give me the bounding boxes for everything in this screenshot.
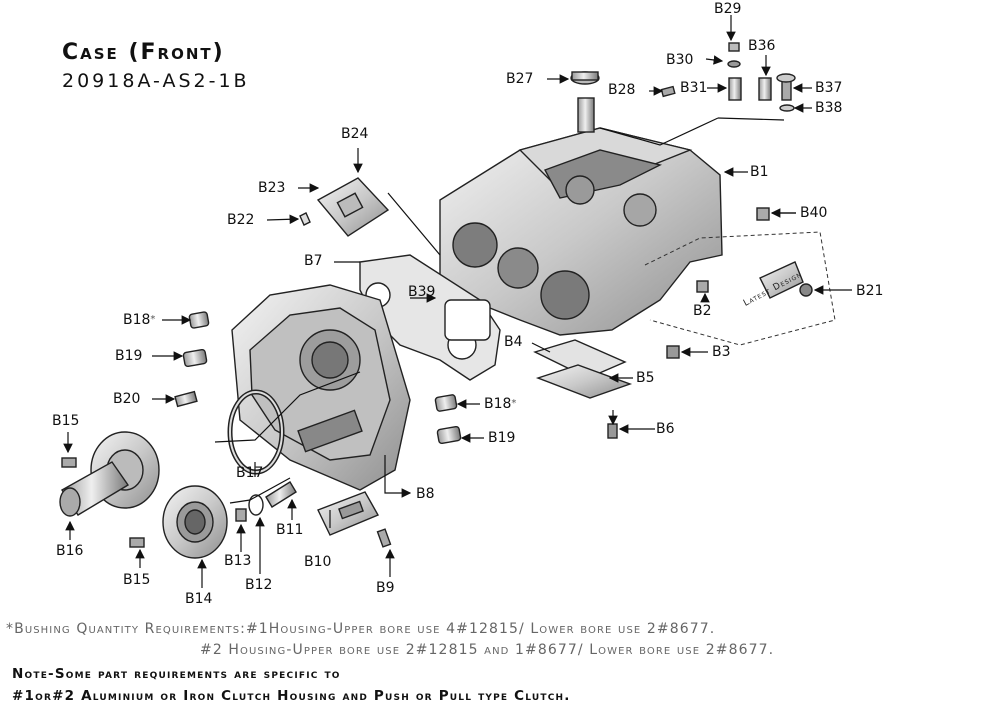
bearing-retainer-b14 — [162, 485, 228, 559]
callout-b18-right-text: B18 — [484, 396, 512, 412]
gasket-ring-b17 — [227, 389, 285, 475]
callout-b31: B31 — [680, 80, 708, 96]
callout-b3: B3 — [712, 344, 731, 360]
bushing-note-text-1: Bushing Quantity Requirements:#1Housing-… — [14, 621, 716, 637]
part-number: 20918A-AS2-1B — [62, 70, 250, 92]
callout-b18-right: B18* — [484, 396, 516, 412]
callout-b30: B30 — [666, 52, 694, 68]
callout-b17: B17 — [236, 465, 264, 481]
callout-b38: B38 — [815, 100, 843, 116]
requirements-note-line-2: #1or#2 Aluminium or Iron Clutch Housing … — [12, 688, 571, 704]
callout-b21: B21 — [856, 283, 884, 299]
small-parts-bottom — [61, 457, 392, 548]
callout-b39: B39 — [408, 284, 436, 300]
latest-design-detail — [644, 231, 836, 346]
callout-b29: B29 — [714, 1, 742, 17]
callout-b1: B1 — [750, 164, 769, 180]
callout-b40: B40 — [800, 205, 828, 221]
callout-b24: B24 — [341, 126, 369, 142]
top-cover-plate-b24 — [299, 177, 390, 237]
callout-b27: B27 — [506, 71, 534, 87]
callout-b12: B12 — [245, 577, 273, 593]
callout-b23: B23 — [258, 180, 286, 196]
page-title: Case (Front) — [62, 40, 225, 65]
callout-b8: B8 — [416, 486, 435, 502]
callout-b19-left: B19 — [115, 348, 143, 364]
callout-b18-left: B18* — [123, 312, 155, 328]
callout-b5: B5 — [636, 370, 655, 386]
callout-b18-left-text: B18 — [123, 312, 151, 328]
callout-b6: B6 — [656, 421, 675, 437]
asterisk-mark: * — [6, 621, 15, 637]
callout-b15-top: B15 — [52, 413, 80, 429]
callout-b37: B37 — [815, 80, 843, 96]
callout-b10: B10 — [304, 554, 332, 570]
bushing-note-line-1: *Bushing Quantity Requirements:#1Housing… — [6, 621, 715, 637]
callout-b20: B20 — [113, 391, 141, 407]
callout-b36: B36 — [748, 38, 776, 54]
callout-b13: B13 — [224, 553, 252, 569]
small-parts-left — [174, 311, 462, 445]
callout-b19-right: B19 — [488, 430, 516, 446]
leader-lines — [63, 15, 852, 588]
callout-b28: B28 — [608, 82, 636, 98]
callout-b14: B14 — [185, 591, 213, 607]
callout-b22: B22 — [227, 212, 255, 228]
callout-b7: B7 — [304, 253, 323, 269]
bearing-retainer-b16 — [59, 431, 160, 517]
callout-b15-bottom: B15 — [123, 572, 151, 588]
callout-b16: B16 — [56, 543, 84, 559]
transmission-case-b1 — [439, 97, 723, 336]
asterisk-mark: * — [511, 398, 517, 409]
requirements-note-line-1: Note-Some part requirements are specific… — [12, 666, 341, 682]
side-cover-b5 — [533, 339, 633, 439]
callout-b9: B9 — [376, 580, 395, 596]
callout-b4: B4 — [504, 334, 523, 350]
small-parts-top — [570, 42, 796, 112]
bushing-note-line-2: #2 Housing-Upper bore use 2#12815 and 1#… — [200, 642, 775, 658]
small-parts-right — [666, 207, 770, 359]
callout-b11: B11 — [276, 522, 304, 538]
asterisk-mark: * — [150, 314, 156, 325]
callout-b2: B2 — [693, 303, 712, 319]
